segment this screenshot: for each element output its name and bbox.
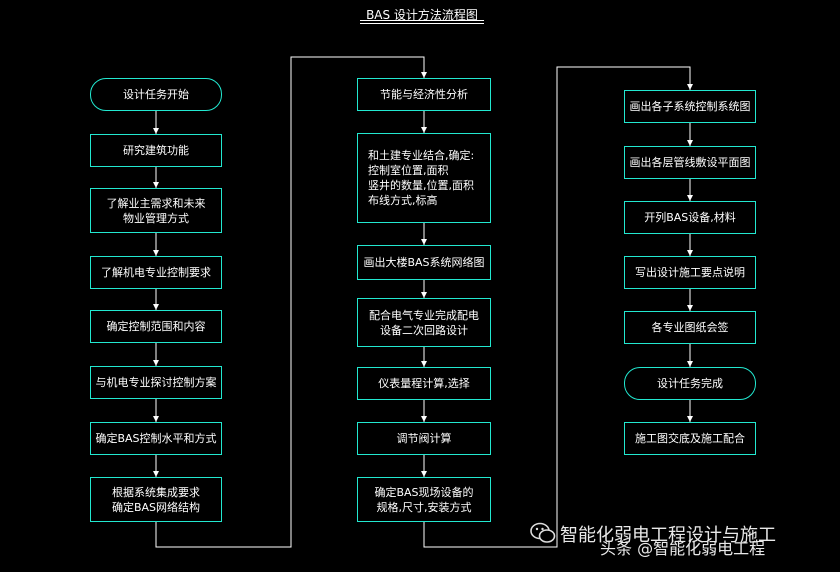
col2-arrow-3 [421, 292, 427, 298]
link-col2-col3-arrow [687, 84, 693, 90]
step-energy-analysis: 节能与经济性分析 [357, 78, 491, 111]
link-col2-col3 [423, 66, 691, 548]
col3-arrow-6 [687, 416, 693, 422]
step-valve-calc: 调节阀计算 [357, 422, 491, 455]
step-equipment-list: 开列BAS设备,材料 [624, 201, 756, 234]
step-secondary-circuit: 配合电气专业完成配电 设备二次回路设计 [357, 298, 491, 347]
step-owner-needs: 了解业主需求和未来 物业管理方式 [90, 188, 222, 233]
step-construction-notes: 写出设计施工要点说明 [624, 256, 756, 289]
step-civil-coordination: 和土建专业结合,确定: 控制室位置,面积 竖井的数量,位置,面积 布线方式,标高 [357, 133, 491, 223]
col1-arrow-3 [153, 250, 159, 256]
step-control-level: 确定BAS控制水平和方式 [90, 422, 222, 455]
col1-arrow-6 [153, 416, 159, 422]
step-design-complete: 设计任务完成 [624, 367, 756, 400]
step-subsystem-diagrams: 画出各子系统控制系统图 [624, 90, 756, 123]
step-drawing-signoff: 各专业图纸会签 [624, 311, 756, 344]
col1-arrow-7 [153, 471, 159, 477]
step-study-building-function: 研究建筑功能 [90, 134, 222, 167]
step-field-devices: 确定BAS现场设备的 规格,尺寸,安装方式 [357, 477, 491, 522]
step-mep-requirements: 了解机电专业控制要求 [90, 256, 222, 289]
link-col1-col2 [155, 56, 425, 548]
step-instrument-range: 仪表量程计算,选择 [357, 367, 491, 400]
watermark-main: 智能化弱电工程设计与施工 [560, 525, 776, 546]
step-design-start: 设计任务开始 [90, 78, 222, 111]
col3-arrow-2 [687, 195, 693, 201]
diagram-title: BAS 设计方法流程图 [366, 8, 478, 22]
col3-arrow-1 [687, 140, 693, 146]
watermark-sub: 头条 @智能化弱电工程 [600, 539, 766, 558]
link-col1-col2-arrow [421, 72, 427, 78]
step-construction-support: 施工图交底及施工配合 [624, 422, 756, 455]
wechat-icon [530, 522, 556, 543]
step-floor-plans: 画出各层管线敷设平面图 [624, 146, 756, 179]
col1-arrow-1 [153, 128, 159, 134]
col1-arrow-5 [153, 360, 159, 366]
col3-arrow-3 [687, 250, 693, 256]
step-network-diagram: 画出大楼BAS系统网络图 [357, 245, 491, 280]
step-control-plan: 与机电专业探讨控制方案 [90, 366, 222, 399]
title-underline-1 [360, 20, 484, 21]
col3-arrow-4 [687, 305, 693, 311]
col2-arrow-6 [421, 471, 427, 477]
col3-arrow-5 [687, 361, 693, 367]
col2-arrow-2 [421, 239, 427, 245]
col1-arrow-4 [153, 304, 159, 310]
col2-arrow-5 [421, 416, 427, 422]
col2-arrow-4 [421, 361, 427, 367]
step-control-scope: 确定控制范围和内容 [90, 310, 222, 343]
title-underline-2 [360, 23, 484, 24]
col1-arrow-2 [153, 182, 159, 188]
col2-arrow-1 [421, 127, 427, 133]
step-network-structure: 根据系统集成要求 确定BAS网络结构 [90, 477, 222, 522]
